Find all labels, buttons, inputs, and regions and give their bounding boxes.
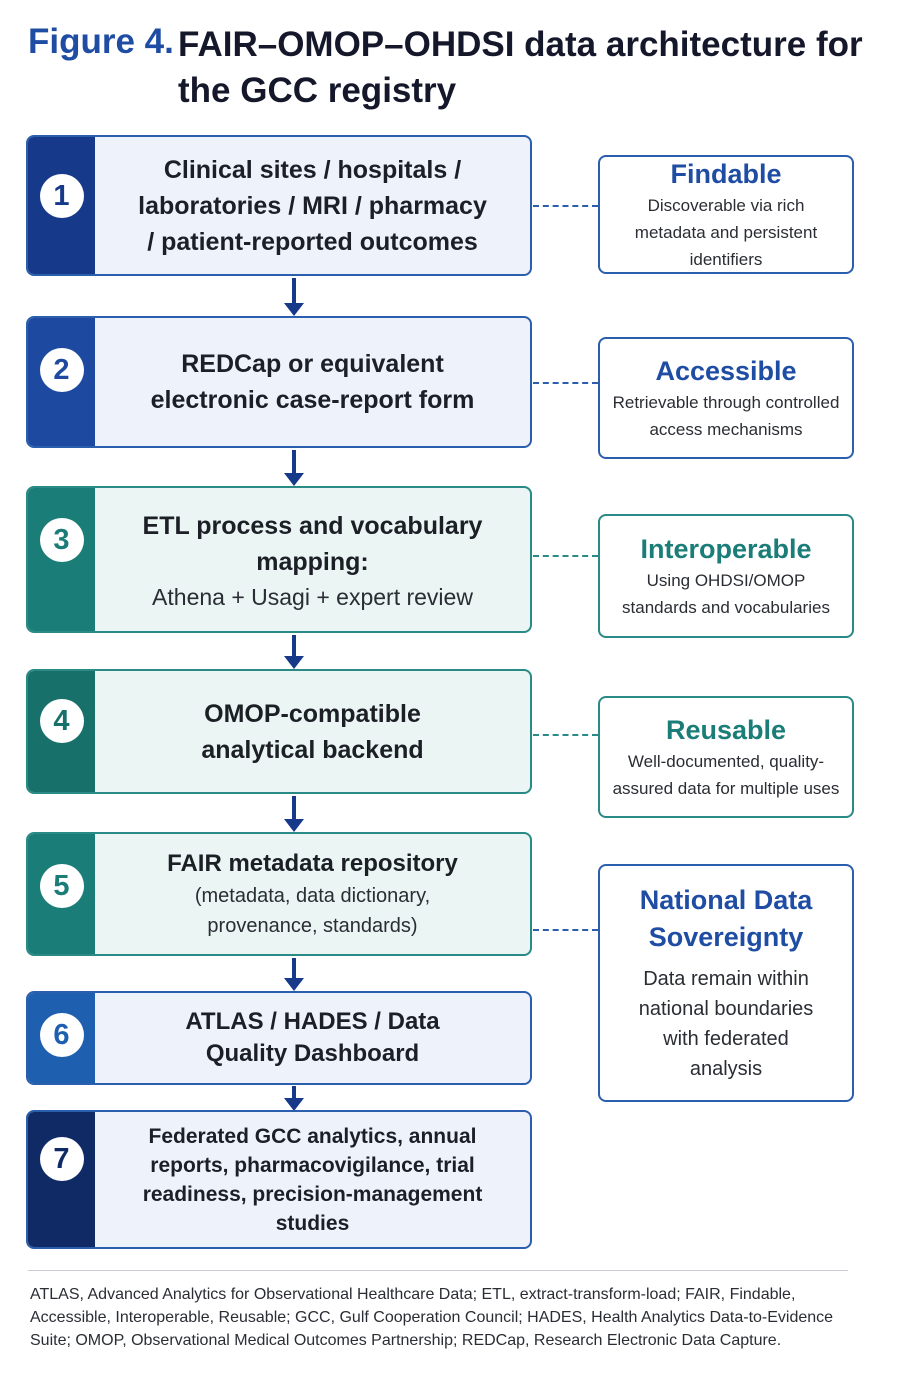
step-5-main-text: FAIR metadata repository: [167, 850, 458, 877]
connector-sovereignty: [533, 929, 598, 931]
step-3-main-text: ETL process and vocabulary mapping:: [142, 511, 483, 576]
fair-findable-description: Discoverable via rich metadata and persi…: [634, 196, 818, 269]
step-5-sub-text: (metadata, data dictionary, provenance, …: [194, 885, 431, 937]
step-1-number-bar: 1: [28, 137, 95, 274]
fair-interoperable-description: Using OHDSI/OMOP standards and vocabular…: [622, 571, 830, 617]
fair-interoperable-title: Interoperable: [640, 534, 812, 564]
figure-title: FAIR–OMOP–OHDSI data architecture for th…: [178, 25, 863, 110]
step-3-sub-text: Athena + Usagi + expert review: [152, 583, 473, 610]
fair-reusable-description: Well-documented, quality-assured data fo…: [612, 752, 840, 798]
fair-interoperable-box: Interoperable Using OHDSI/OMOP standards…: [598, 514, 854, 638]
step-2-number-bar: 2: [28, 318, 95, 446]
fair-accessible-box: Accessible Retrievable through controlle…: [598, 337, 854, 459]
step-6-number-bar: 6: [28, 993, 95, 1083]
flow-arrow-3-4: [284, 635, 304, 669]
step-5-content: FAIR metadata repository (metadata, data…: [95, 834, 530, 954]
flow-arrow-6-7: [284, 1086, 304, 1111]
step-3-number: 3: [39, 518, 84, 562]
step-7-number-bar: 7: [28, 1112, 95, 1247]
fair-findable-title: Findable: [670, 159, 782, 189]
step-2-number: 2: [39, 348, 84, 392]
step-6-box: 6 ATLAS / HADES / Data Quality Dashboard: [26, 991, 532, 1085]
step-1-number: 1: [39, 174, 84, 218]
step-6-main-text: ATLAS / HADES / Data Quality Dashboard: [185, 1008, 440, 1067]
step-1-box: 1 Clinical sites / hospitals / laborator…: [26, 135, 532, 276]
step-6-content: ATLAS / HADES / Data Quality Dashboard: [95, 993, 530, 1083]
flow-arrow-4-5: [284, 796, 304, 832]
step-6-number: 6: [39, 1013, 84, 1057]
step-4-content: OMOP-compatible analytical backend: [95, 671, 530, 792]
step-4-box: 4 OMOP-compatible analytical backend: [26, 669, 532, 794]
connector-findable: [533, 205, 598, 207]
step-3-number-bar: 3: [28, 488, 95, 631]
fair-sovereignty-box: National Data Sovereignty Data remain wi…: [598, 864, 854, 1102]
footnote-divider: [28, 1270, 848, 1271]
flow-arrow-5-6: [284, 958, 304, 991]
fair-findable-box: Findable Discoverable via rich metadata …: [598, 155, 854, 274]
figure-label: Figure 4.: [28, 22, 174, 61]
step-3-box: 3 ETL process and vocabulary mapping: At…: [26, 486, 532, 633]
step-5-number-bar: 5: [28, 834, 95, 954]
step-4-number: 4: [39, 699, 84, 743]
fair-reusable-title: Reusable: [665, 715, 787, 745]
step-5-number: 5: [39, 864, 84, 908]
step-5-box: 5 FAIR metadata repository (metadata, da…: [26, 832, 532, 956]
step-7-main-text: Federated GCC analytics, annual reports,…: [142, 1124, 483, 1235]
step-7-box: 7 Federated GCC analytics, annual report…: [26, 1110, 532, 1249]
fair-sovereignty-description: Data remain within national boundaries w…: [638, 968, 814, 1080]
step-4-number-bar: 4: [28, 671, 95, 792]
connector-interoperable: [533, 555, 598, 557]
step-7-content: Federated GCC analytics, annual reports,…: [95, 1112, 530, 1247]
flow-arrow-1-2: [284, 278, 304, 316]
step-3-content: ETL process and vocabulary mapping: Athe…: [95, 488, 530, 631]
footnote-abbreviations: ATLAS, Advanced Analytics for Observatio…: [30, 1286, 834, 1349]
step-7-number: 7: [39, 1137, 84, 1181]
fair-accessible-description: Retrievable through controlled access me…: [612, 393, 840, 439]
step-1-content: Clinical sites / hospitals / laboratorie…: [95, 137, 530, 274]
connector-accessible: [533, 382, 598, 384]
step-2-box: 2 REDCap or equivalent electronic case-r…: [26, 316, 532, 448]
step-1-main-text: Clinical sites / hospitals / laboratorie…: [138, 155, 487, 256]
connector-reusable: [533, 734, 598, 736]
step-2-main-text: REDCap or equivalent electronic case-rep…: [150, 350, 475, 414]
fair-accessible-title: Accessible: [655, 356, 797, 386]
step-4-main-text: OMOP-compatible analytical backend: [201, 699, 424, 764]
fair-reusable-box: Reusable Well-documented, quality-assure…: [598, 696, 854, 818]
step-2-content: REDCap or equivalent electronic case-rep…: [95, 318, 530, 446]
flow-arrow-2-3: [284, 450, 304, 486]
fair-sovereignty-title: National Data Sovereignty: [639, 885, 813, 952]
